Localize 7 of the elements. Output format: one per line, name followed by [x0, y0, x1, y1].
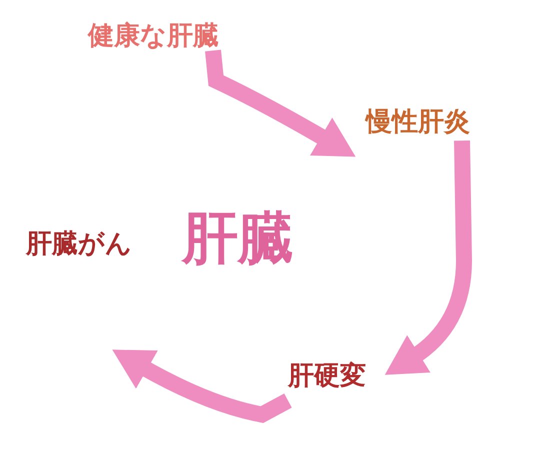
- curved-arrow: [386, 140, 472, 376]
- curved-arrow: [205, 50, 356, 157]
- stage-label: 肝硬変: [288, 362, 366, 391]
- stage-label: 慢性肝炎: [366, 108, 470, 137]
- stage-label: 肝臓がん: [26, 230, 132, 259]
- center-title: 肝臓: [182, 208, 294, 270]
- stage-label: 健康な肝臓: [88, 22, 219, 51]
